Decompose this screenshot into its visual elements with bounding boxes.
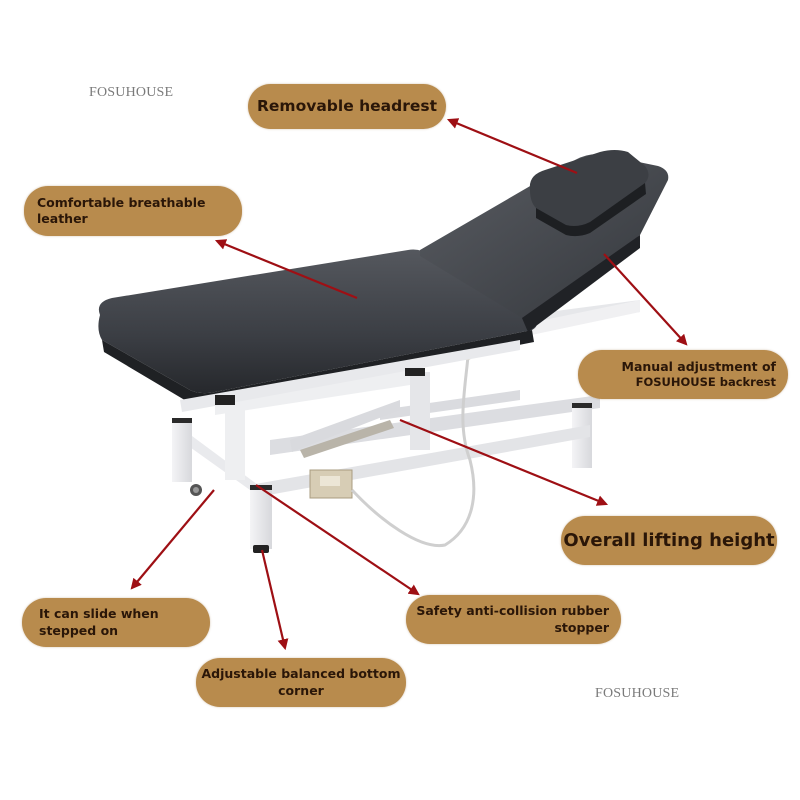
label-text-line1: Manual adjustment of — [621, 358, 776, 374]
label-text-line1: Safety anti-collision rubber — [416, 603, 609, 619]
brand-watermark-bottom: FOSUHOUSE — [595, 686, 680, 701]
label-removable-headrest: Removable headrest — [248, 84, 446, 129]
brand-watermark-top: FOSUHOUSE — [89, 85, 174, 100]
label-text-line2: corner — [278, 682, 324, 698]
arrow-leather — [214, 239, 358, 300]
arrow-stopper — [255, 484, 420, 596]
label-text-line1: Adjustable balanced bottom — [201, 666, 401, 682]
label-text-line2: FOSUHOUSE backrest — [635, 375, 776, 390]
arrow-headrest — [446, 118, 578, 175]
callout-arrows — [130, 118, 688, 651]
label-overall-lifting-height: Overall lifting height — [561, 516, 777, 565]
label-text: Overall lifting height — [563, 529, 775, 551]
label-text-line1: Comfortable breathable — [37, 194, 206, 210]
label-manual-backrest-adjustment: Manual adjustment of FOSUHOUSE backrest — [578, 350, 788, 399]
label-text: Removable headrest — [256, 97, 438, 116]
arrow-lifting — [399, 418, 609, 506]
label-slide-when-stepped: It can slide when stepped on — [22, 598, 210, 647]
arrow-corner — [260, 549, 289, 651]
arrow-slide — [130, 489, 215, 590]
label-anti-collision-stopper: Safety anti-collision rubber stopper — [406, 595, 621, 644]
bed-frame — [172, 300, 640, 553]
arrow-backrest — [603, 253, 688, 346]
label-text-line2: stepped on — [39, 622, 119, 638]
headrest-pad — [529, 150, 649, 237]
label-text-line1: It can slide when — [39, 606, 159, 622]
label-text-line2: leather — [37, 211, 88, 226]
seat-cushion — [98, 249, 537, 412]
label-text-line2: stopper — [554, 619, 609, 635]
label-adjustable-bottom-corner: Adjustable balanced bottom corner — [196, 658, 406, 707]
label-breathable-leather: Comfortable breathable leather — [24, 186, 242, 236]
